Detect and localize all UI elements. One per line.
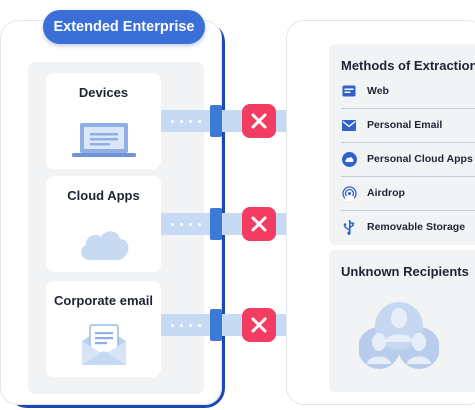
source-label: Corporate email — [54, 293, 153, 308]
method-item-personal-cloud-apps: Personal Cloud Apps — [341, 146, 475, 172]
source-card-corporate-email: Corporate email — [46, 281, 161, 377]
divider — [341, 176, 475, 177]
cloud-circle-icon — [341, 151, 357, 167]
cloud-icon — [46, 226, 161, 262]
methods-of-extraction-card: Methods of Extraction Web Personal Email… — [329, 44, 475, 245]
envelope-icon — [46, 323, 161, 367]
method-label: Personal Cloud Apps — [367, 153, 473, 165]
method-label: Removable Storage — [367, 221, 466, 233]
source-card-devices: Devices — [46, 73, 161, 169]
method-label: Airdrop — [367, 187, 405, 199]
enterprise-title-pill: Extended Enterprise — [43, 10, 205, 44]
unknown-recipients-card: Unknown Recipients — [329, 250, 475, 392]
blocked-x-icon — [242, 308, 276, 342]
connector-port — [210, 105, 222, 137]
method-label: Personal Email — [367, 119, 443, 131]
method-item-personal-email: Personal Email — [341, 112, 475, 138]
blocked-x-icon — [242, 104, 276, 138]
method-item-web: Web — [341, 78, 475, 104]
divider — [341, 210, 475, 211]
methods-title: Methods of Extraction — [341, 58, 475, 73]
divider — [341, 142, 475, 143]
divider — [341, 108, 475, 109]
method-label: Web — [367, 85, 389, 97]
connector-port — [210, 208, 222, 240]
source-card-cloud-apps: Cloud Apps — [46, 176, 161, 272]
usb-icon — [341, 219, 357, 235]
mail-icon — [341, 117, 357, 133]
connector-pipe — [161, 110, 211, 132]
source-label: Cloud Apps — [67, 188, 140, 203]
connector-port — [210, 309, 222, 341]
laptop-icon — [46, 121, 161, 159]
connector-pipe — [161, 213, 211, 235]
blocked-x-icon — [242, 207, 276, 241]
recipients-title: Unknown Recipients — [341, 264, 469, 279]
method-item-airdrop: Airdrop — [341, 180, 475, 206]
method-item-removable-storage: Removable Storage — [341, 214, 475, 240]
airdrop-icon — [341, 185, 357, 201]
group-users-icon — [358, 296, 440, 381]
connector-pipe — [161, 314, 211, 336]
source-label: Devices — [78, 85, 129, 100]
browser-icon — [341, 83, 357, 99]
